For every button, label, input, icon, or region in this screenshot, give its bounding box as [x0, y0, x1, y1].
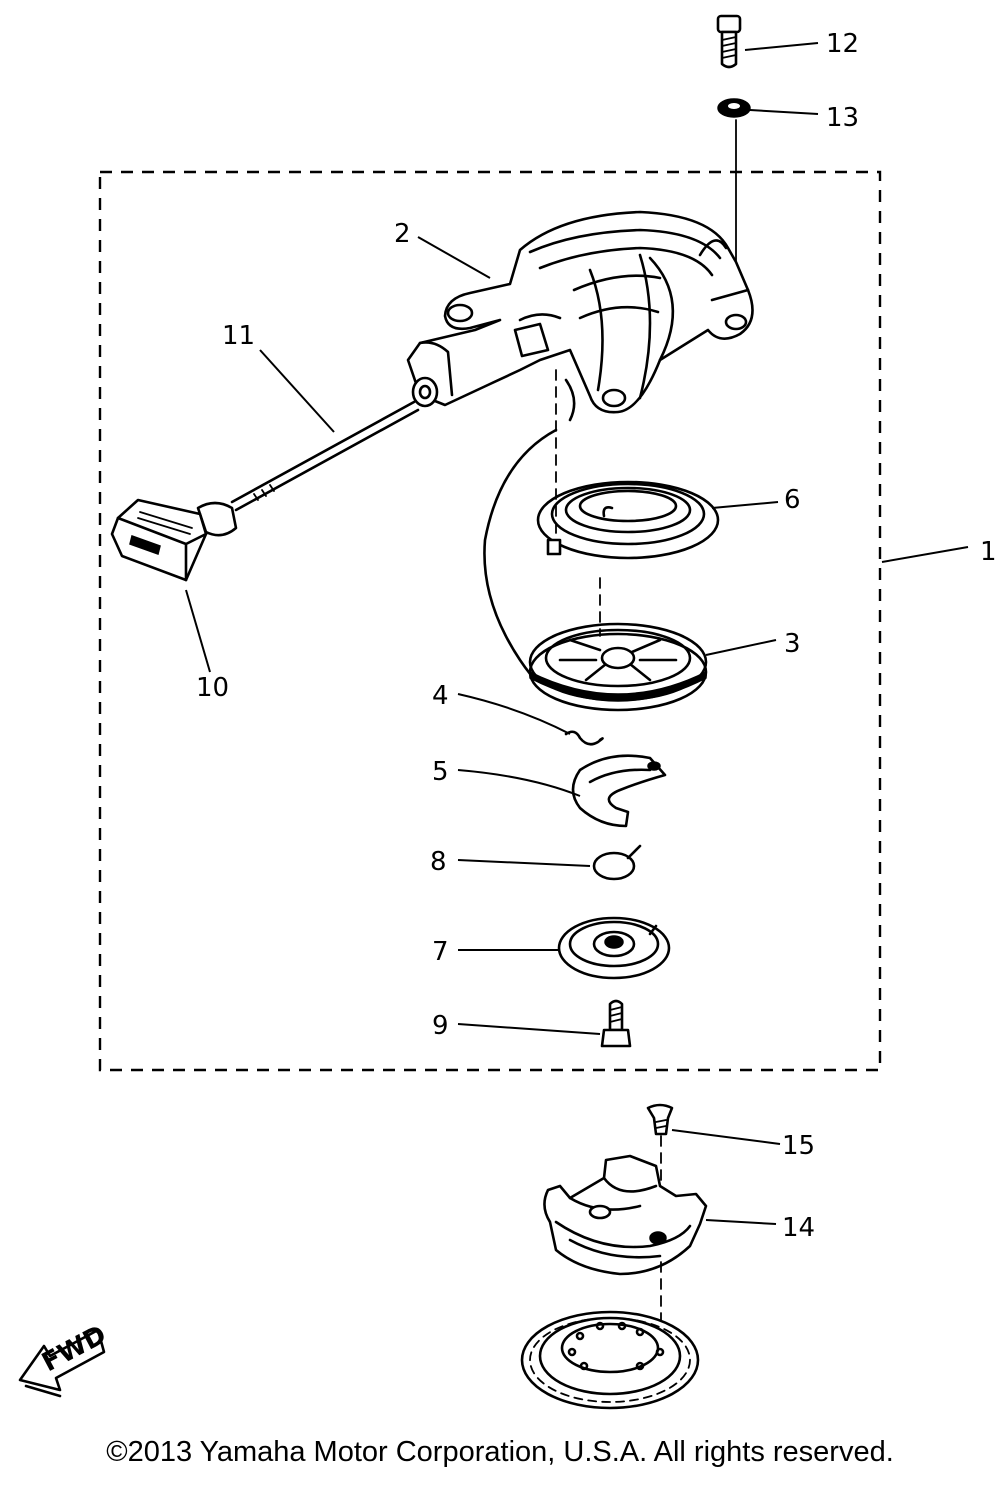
callout-11: 11: [222, 321, 255, 351]
part-7-drive-plate: [557, 916, 671, 980]
callout-labels: 1 2 3 4 5 6 7 8 9 10 11 12 13 14 15: [196, 29, 997, 1243]
callout-13: 13: [826, 103, 859, 133]
callout-7: 7: [432, 937, 449, 967]
part-8-spring: [592, 844, 642, 881]
callout-3: 3: [784, 629, 801, 659]
callout-6: 6: [784, 485, 801, 515]
part-12-bolt: [716, 14, 742, 69]
callout-14: 14: [782, 1213, 815, 1243]
part-5-drive-pawl: [571, 754, 667, 828]
part-3-sheave-drum: [528, 577, 708, 712]
callout-9: 9: [432, 1011, 449, 1041]
copyright-notice: ©2013 Yamaha Motor Corporation, U.S.A. A…: [106, 1436, 894, 1468]
callout-15: 15: [782, 1131, 815, 1161]
callout-8: 8: [430, 847, 447, 877]
part-11-starter-rope: [230, 378, 576, 702]
part-6-recoil-spring: [536, 369, 720, 560]
assembly-boundary: [98, 170, 882, 1072]
part-9-bolt: [600, 999, 632, 1048]
flywheel-plate: [520, 1310, 700, 1410]
fwd-arrow-icon: FWD: [18, 1320, 111, 1398]
callout-4: 4: [432, 681, 449, 711]
part-4-spring: [564, 730, 604, 746]
callout-12: 12: [826, 29, 859, 59]
callout-10: 10: [196, 673, 229, 703]
part-10-starter-handle: [110, 498, 238, 582]
part-13-washer: [717, 98, 751, 266]
part-2-starter-case: [406, 210, 754, 414]
callout-5: 5: [432, 757, 449, 787]
callout-2: 2: [394, 219, 411, 249]
callout-1: 1: [980, 537, 997, 567]
leader-lines: [185, 42, 969, 1225]
